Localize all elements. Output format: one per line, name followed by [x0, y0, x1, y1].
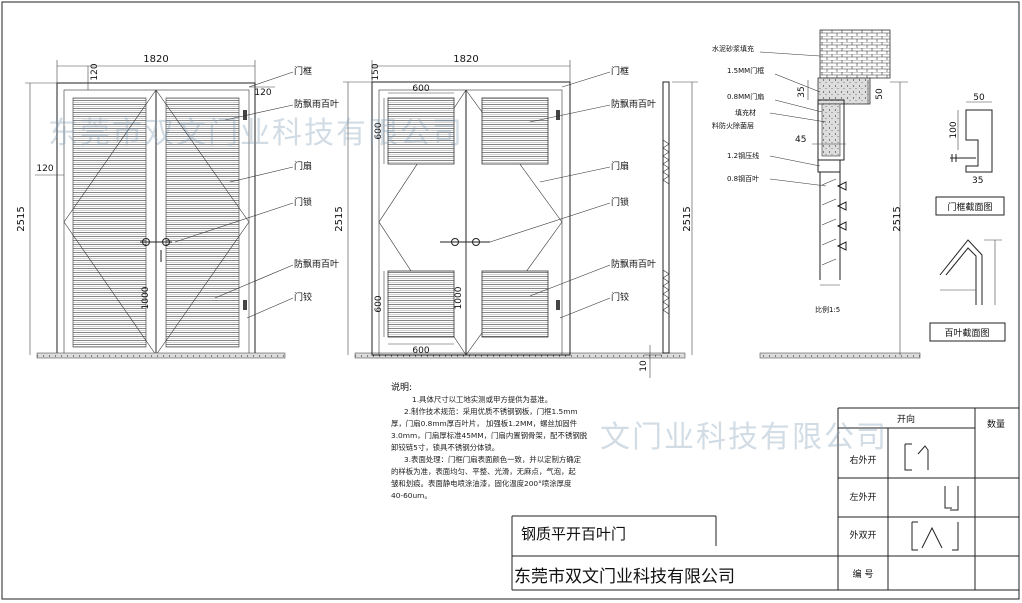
louver-profile-title: 百叶截面图	[944, 327, 989, 339]
note-line-3: 厚，门扇0.8mm厚百叶片， 加强板1.2MM，螺丝加固件	[391, 419, 578, 428]
right-label-lock: 门锁	[611, 196, 629, 208]
left-frame-right-dim: 120	[254, 88, 271, 98]
section-dim-45: 45	[795, 135, 806, 145]
left-door-elevation: 1820 120 120 120 2515 1000 门框 防飘雨百叶 门扇 门…	[16, 54, 339, 356]
louver-profile: 百叶截面图	[929, 239, 1006, 342]
right-door-louver-bottom-right	[481, 270, 549, 338]
right-bottom-panel-height-dim: 600	[374, 295, 384, 312]
side-view: 2515 10	[639, 81, 698, 378]
right-height-dim: 2515	[334, 206, 345, 231]
sec-label-frame: 1.5MM门框	[727, 66, 764, 75]
right-door-elevation: 1820 150 600 600 600 600 2515 1000 门框 防飘…	[334, 54, 656, 356]
number-label: 编 号	[853, 568, 874, 580]
section-dim-50: 50	[875, 88, 885, 100]
right-top-panel-height-dim: 600	[374, 122, 384, 139]
frame-profile-title: 门框截面图	[947, 201, 992, 213]
note-line-7: 的样板为准，表面均匀、平整、光滑，无麻点，气泡，起	[391, 467, 576, 476]
note-line-2: 2.制作技术规范：采用优质不锈钢钢板，门框1.5mm	[404, 407, 578, 416]
right-top-panel-width-dim: 600	[412, 84, 429, 94]
right-bottom-panel-width-dim: 600	[412, 346, 429, 356]
product-name: 钢质平开百叶门	[521, 525, 626, 543]
watermark-bottom: 文门业科技有限公司	[600, 420, 888, 455]
right-label-louver-bottom: 防飘雨百叶	[611, 258, 656, 270]
frame-profile: 50 100 35 门框截面图	[935, 93, 1005, 216]
right-frame-top-dim: 150	[371, 63, 381, 80]
right-outward-symbol	[904, 443, 929, 471]
frame-dim-35: 35	[972, 176, 983, 186]
left-label-louver-top: 防飘雨百叶	[294, 98, 339, 110]
right-handle-height-dim: 1000	[454, 286, 464, 309]
note-line-9: 40-60um。	[391, 491, 432, 500]
frame-dim-100: 100	[949, 121, 959, 138]
left-outward-symbol	[944, 486, 959, 511]
double-outward-symbol	[911, 521, 959, 551]
floor-gap-dim: 10	[639, 360, 649, 372]
section-scale: 比例1:5	[815, 305, 840, 314]
left-frame-left-dim: 120	[36, 164, 53, 174]
sec-label-bead: 1.2钢压线	[727, 151, 759, 160]
left-label-leaf: 门扇	[294, 160, 312, 172]
sec-label-louver: 0.8钢百叶	[727, 174, 759, 183]
sec-label-filler: 填充材	[735, 108, 756, 117]
left-label-lock: 门锁	[294, 196, 312, 208]
side-height-dim: 2515	[682, 206, 693, 231]
section-dim-35: 35	[797, 86, 807, 97]
row-left-outward: 左外开	[849, 491, 876, 503]
note-line-5: 卸铰链5寸，锁具不锈钢分体锁。	[391, 443, 499, 452]
open-direction-header: 开向	[897, 413, 915, 425]
sec-label-leaf: 0.8MM门扇	[727, 92, 764, 101]
left-label-louver-bottom: 防飘雨百叶	[294, 258, 339, 270]
frame-dim-50: 50	[973, 93, 985, 103]
left-door-louver-left	[72, 97, 147, 348]
note-line-4: 3.0mm，门扇厚标准45MM，门扇内置钢骨架，配不锈钢脱	[391, 431, 588, 440]
row-right-outward: 右外开	[849, 454, 876, 466]
left-handle-height-dim: 1000	[141, 286, 151, 309]
note-line-1: 1.具体尺寸以工地实测或甲方提供为基准。	[412, 395, 552, 404]
left-height-dim: 2515	[16, 206, 27, 231]
quantity-header: 数量	[987, 418, 1005, 430]
section-detail: 比例1:5 2515 35 50 45 水泥砂浆填充 1.5MM门框 0.8MM…	[712, 29, 908, 355]
notes-heading: 说明:	[391, 381, 412, 393]
note-line-6: 3.表面处理：门框门扇表面颜色一致，并以定制方确定	[404, 455, 582, 464]
left-label-frame: 门框	[294, 65, 312, 77]
right-label-louver-top: 防飘雨百叶	[611, 98, 656, 110]
left-frame-top-dim: 120	[90, 63, 100, 80]
right-door-louver-bottom-left	[387, 270, 455, 338]
row-double-outward: 外双开	[849, 529, 876, 541]
left-door-louver-right	[165, 97, 240, 348]
left-label-hinge: 门铰	[294, 291, 312, 303]
right-door-louver-top-right	[481, 97, 549, 165]
title-block: 开向 数量 右外开 左外开 外双开 钢质平开百叶门 东莞市双文门业科技有限公司 …	[511, 407, 1019, 591]
company-name: 东莞市双文门业科技有限公司	[514, 567, 735, 587]
sec-label-mortar: 水泥砂浆填充	[712, 44, 754, 53]
right-width-dim: 1820	[453, 54, 478, 65]
watermark-top: 东莞市双文门业科技有限公司	[48, 116, 464, 151]
section-height-dim: 2515	[892, 206, 903, 231]
brick-wall	[819, 29, 891, 79]
note-line-8: 皱和划痕。表面静电喷涂油漆，固化温度200°喷涂厚度	[391, 479, 572, 488]
left-width-dim: 1820	[143, 54, 168, 65]
right-label-frame: 门框	[611, 65, 629, 77]
sec-label-fireproof: 料防火除菌层	[712, 121, 754, 130]
notes: 说明: 1.具体尺寸以工地实测或甲方提供为基准。 2.制作技术规范：采用优质不锈…	[391, 381, 588, 500]
right-label-hinge: 门铰	[611, 291, 629, 303]
right-label-leaf: 门扇	[611, 160, 629, 172]
right-door-louver-top-left	[387, 97, 455, 165]
